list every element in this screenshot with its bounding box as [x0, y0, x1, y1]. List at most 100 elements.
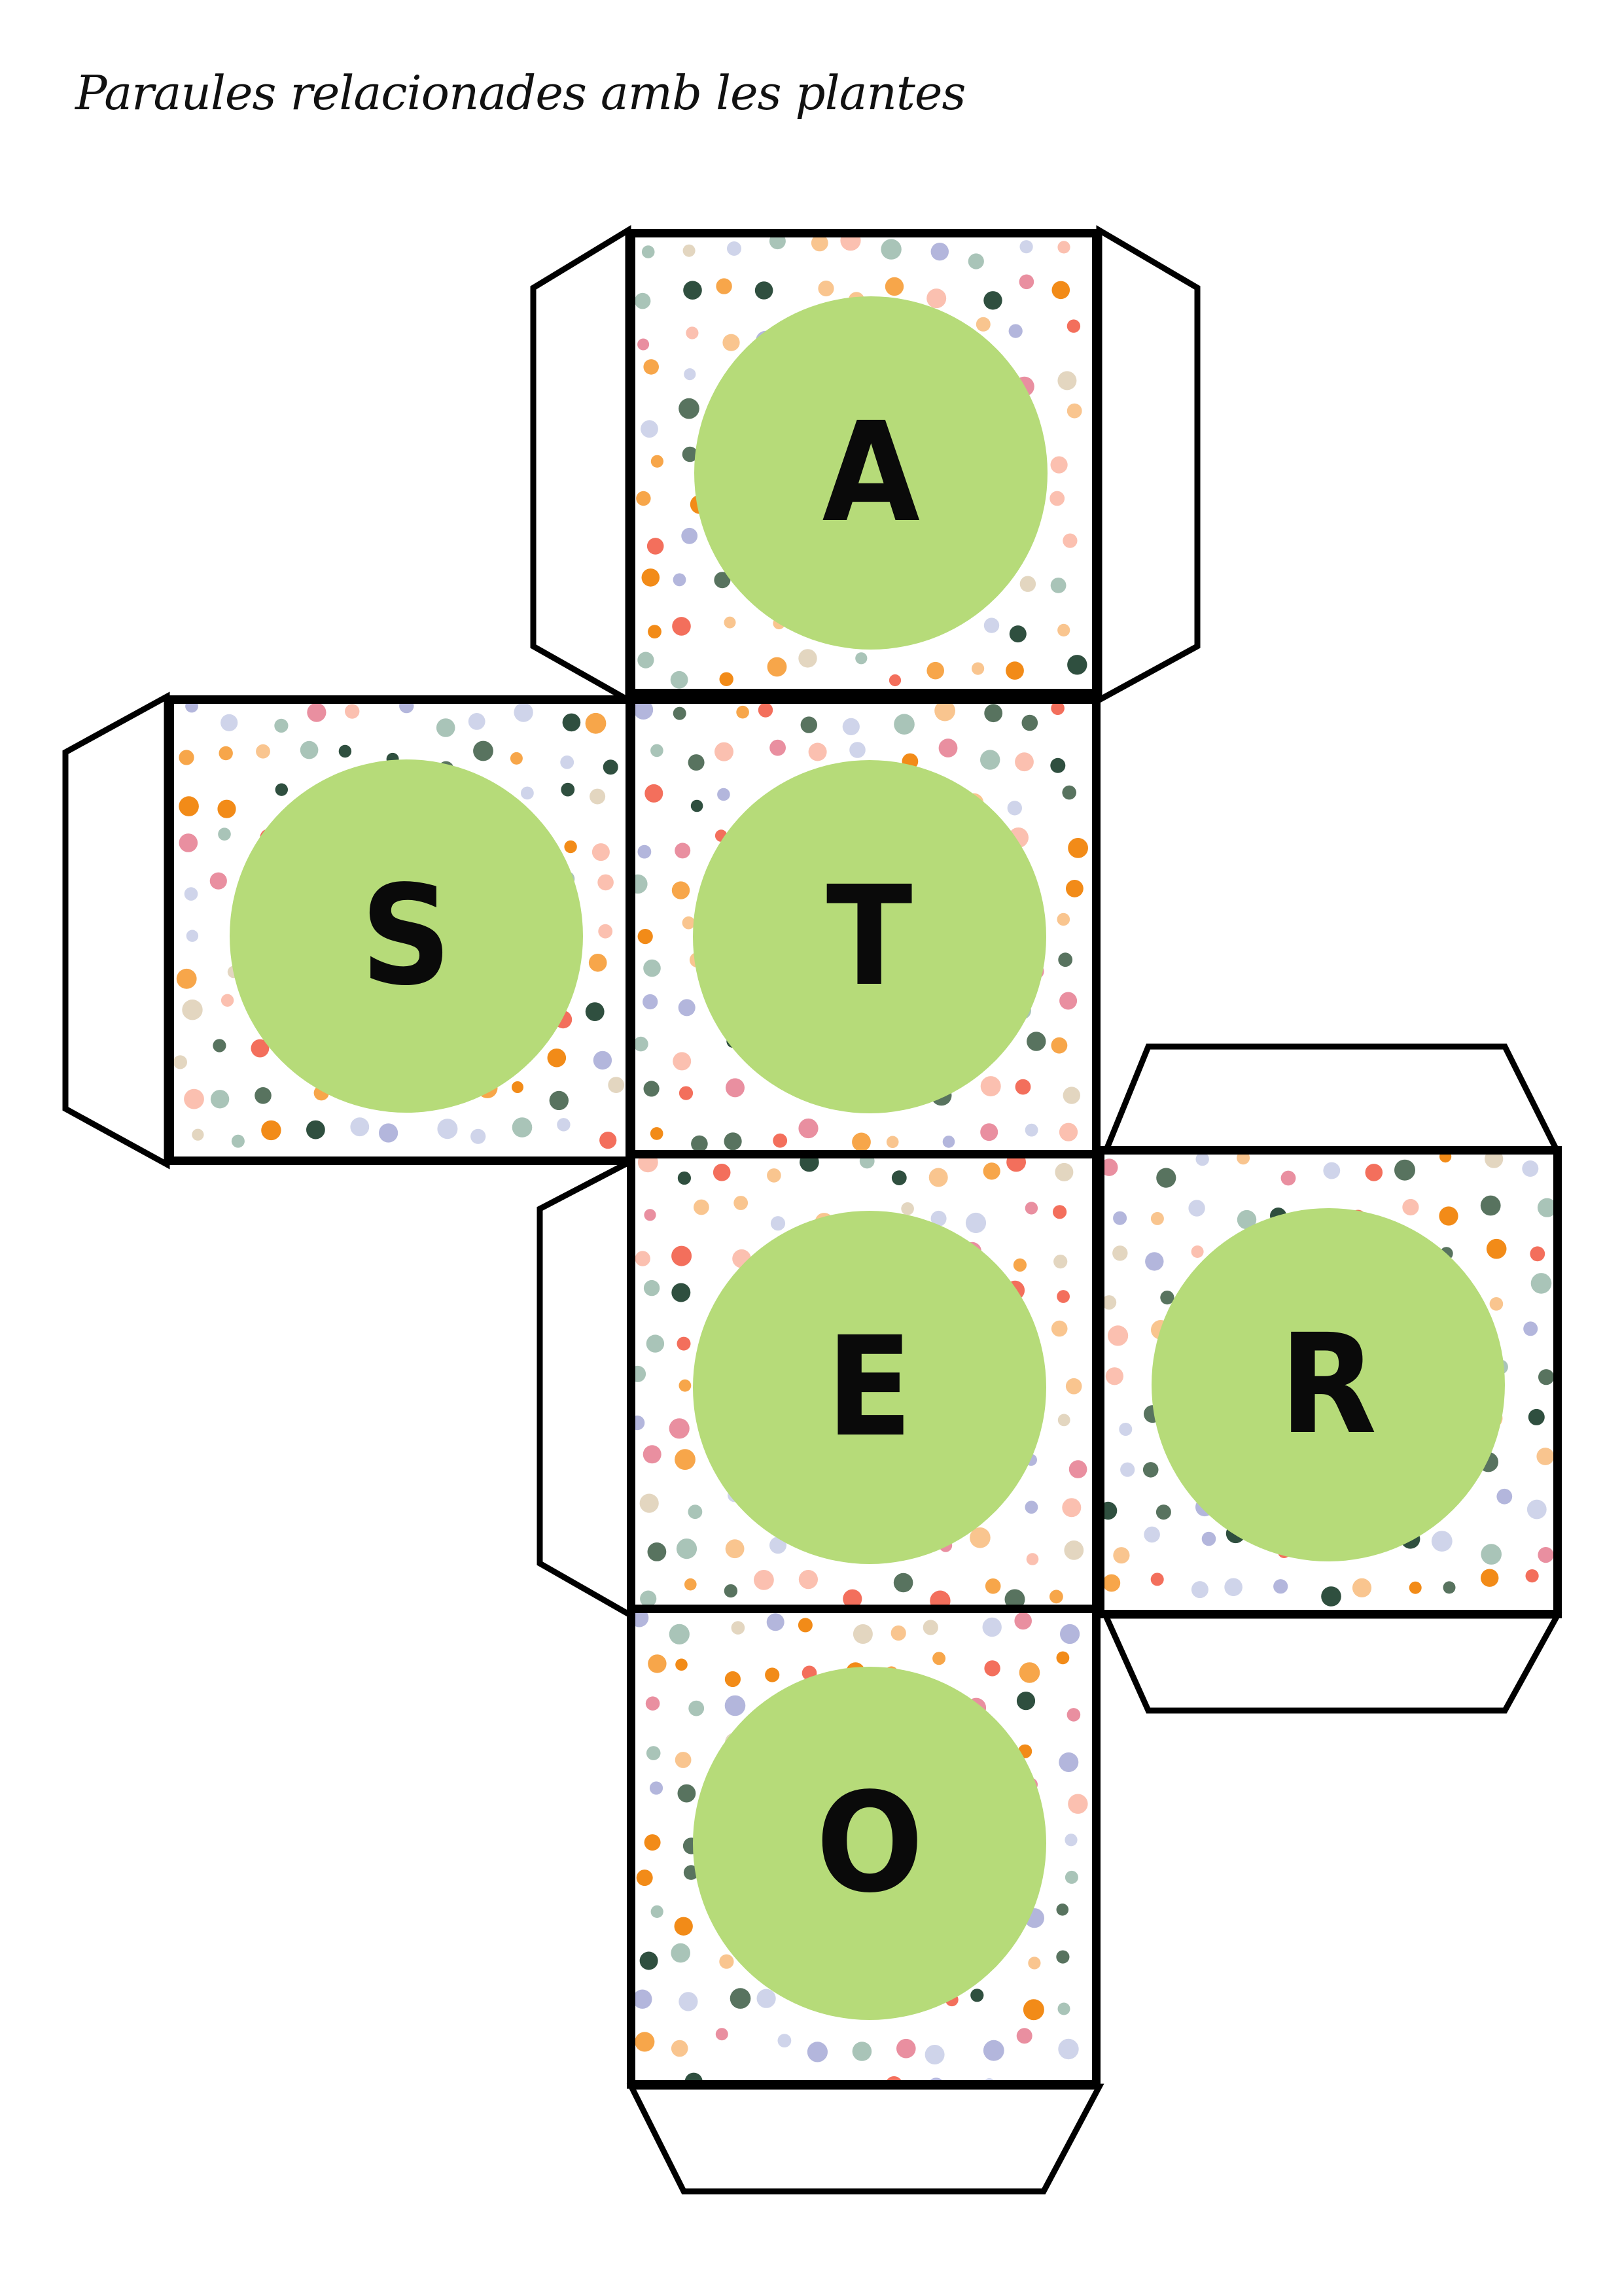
polka-dot	[754, 281, 773, 300]
polka-dot	[965, 1212, 987, 1234]
polka-dot	[650, 744, 663, 757]
polka-dot	[1191, 1581, 1208, 1599]
polka-dot	[930, 1210, 947, 1226]
polka-dot	[926, 661, 944, 680]
polka-dot	[1113, 1211, 1127, 1225]
polka-dot	[436, 718, 455, 737]
letter-circle: A	[694, 296, 1048, 650]
polka-dot	[719, 1954, 734, 1969]
polka-dot	[184, 1088, 204, 1109]
polka-dot	[980, 1076, 1001, 1097]
polka-dot	[646, 538, 664, 555]
polka-dot	[758, 704, 773, 718]
polka-dot	[1480, 1195, 1501, 1216]
polka-dot	[1056, 1904, 1069, 1916]
polka-dot	[713, 1164, 731, 1181]
polka-dot	[1057, 623, 1070, 637]
polka-dot	[886, 1136, 899, 1149]
polka-dot	[637, 844, 652, 859]
polka-dot	[893, 1573, 913, 1593]
polka-dot	[648, 1654, 667, 1673]
polka-dot	[1051, 704, 1065, 715]
polka-dot	[251, 1039, 270, 1058]
polka-dot	[643, 959, 661, 977]
polka-dot	[672, 617, 691, 636]
polka-dot	[675, 1449, 696, 1470]
polka-dot	[984, 704, 1003, 723]
polka-dot	[679, 398, 699, 419]
polka-dot	[1068, 1794, 1088, 1814]
polka-dot	[985, 2078, 994, 2080]
polka-dot	[1496, 1488, 1513, 1505]
polka-dot	[1323, 1162, 1341, 1179]
polka-dot	[176, 968, 197, 989]
polka-dot	[649, 1781, 663, 1795]
polka-dot	[1067, 319, 1081, 333]
polka-dot	[637, 652, 654, 669]
polka-dot	[984, 1660, 1000, 1677]
polka-dot	[1537, 1198, 1553, 1217]
polka-dot	[1059, 992, 1078, 1010]
polka-dot	[1156, 1168, 1176, 1188]
polka-dot	[1025, 1202, 1038, 1215]
polka-dot	[637, 1158, 658, 1173]
polka-dot	[1066, 880, 1084, 897]
polka-dot	[585, 1002, 605, 1021]
polka-dot	[1026, 1553, 1039, 1565]
polka-dot	[799, 2088, 812, 2089]
polka-dot	[644, 1834, 661, 1851]
polka-dot	[717, 788, 730, 801]
polka-dot	[1007, 801, 1022, 816]
polka-dot	[1150, 1573, 1164, 1586]
polka-dot	[218, 827, 231, 841]
face-letter-e: E	[826, 1307, 913, 1467]
polka-dot	[1150, 1211, 1164, 1225]
cube-face-top: A	[627, 229, 1101, 697]
polka-dot	[818, 280, 834, 297]
polka-dot	[733, 1196, 749, 1210]
polka-dot	[512, 1081, 523, 1093]
polka-dot	[766, 1613, 785, 1631]
polka-dot	[1538, 1547, 1553, 1563]
polka-dot	[1104, 1574, 1121, 1592]
polka-dot	[1195, 1155, 1209, 1166]
polka-dot	[885, 277, 904, 296]
polka-dot	[186, 930, 199, 942]
polka-dot	[635, 1365, 646, 1382]
polka-dot	[1144, 1526, 1160, 1543]
polka-dot	[675, 843, 691, 859]
polka-dot	[588, 954, 607, 972]
polka-dot	[671, 1245, 692, 1266]
polka-dot	[767, 1168, 781, 1183]
polka-dot	[1237, 1209, 1257, 1230]
polka-dot	[307, 704, 326, 722]
polka-dot	[1201, 1531, 1216, 1546]
polka-dot	[643, 994, 658, 1010]
polka-dot	[608, 1077, 625, 1093]
polka-dot	[894, 714, 915, 735]
polka-dot	[968, 253, 984, 270]
polka-dot	[769, 237, 786, 250]
polka-dot	[930, 243, 949, 261]
polka-dot	[635, 2032, 655, 2052]
polka-dot	[1485, 1155, 1504, 1168]
polka-dot	[891, 1170, 907, 1185]
polka-dot	[1402, 1198, 1419, 1216]
page-title: Paraules relacionades amb les plantes	[75, 65, 966, 120]
polka-dot	[718, 2082, 739, 2089]
polka-dot	[675, 1752, 692, 1768]
polka-dot	[1443, 1581, 1456, 1594]
polka-dot	[669, 1418, 690, 1439]
polka-dot	[976, 317, 991, 332]
polka-dot	[1004, 1589, 1025, 1610]
polka-dot	[811, 237, 828, 252]
polka-dot	[942, 1136, 955, 1148]
polka-dot	[671, 1943, 690, 1963]
polka-dot	[512, 1117, 533, 1138]
polka-dot	[983, 291, 1002, 310]
polka-dot	[769, 739, 786, 756]
polka-dot	[643, 1081, 660, 1097]
polka-dot	[640, 1590, 657, 1607]
polka-dot	[881, 239, 902, 260]
polka-dot	[724, 1132, 742, 1151]
